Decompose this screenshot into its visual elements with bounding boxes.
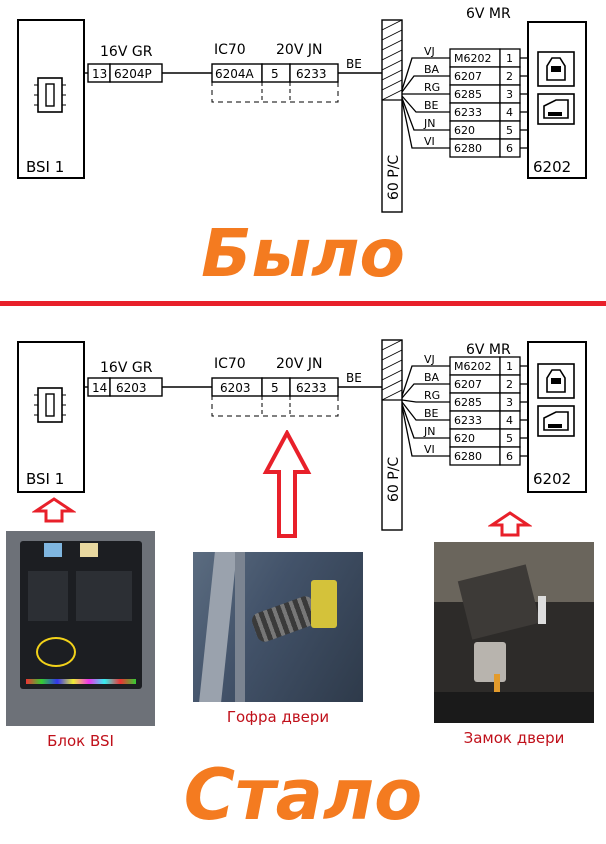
wire-code: 6233 xyxy=(454,106,482,119)
bsi-wire-label: 16V GR xyxy=(100,44,153,60)
pin-number: 1 xyxy=(506,360,513,373)
ic-name: IC70 xyxy=(214,42,246,58)
photo-door-gofra xyxy=(193,552,363,702)
arrow-lock xyxy=(488,511,532,537)
arrow-bsi xyxy=(32,497,76,523)
divider xyxy=(0,301,606,306)
lock-wire: 6V MR xyxy=(466,6,511,22)
ecu-icon xyxy=(34,77,66,113)
wire-color-label: BA xyxy=(424,371,440,384)
pin-number: 3 xyxy=(506,88,513,101)
ic-wire: 20V JN xyxy=(276,42,322,58)
wire-color-label: RG xyxy=(424,81,440,94)
wire-code: 620 xyxy=(454,432,475,445)
lock-pin-row: BE 6233 4 xyxy=(424,99,528,122)
ic-dashed-box xyxy=(211,395,339,417)
bsi-box xyxy=(17,341,85,493)
wire-color-label: VI xyxy=(424,443,435,456)
be-label: BE xyxy=(346,371,362,385)
wire-color-label: JN xyxy=(423,117,435,130)
lock-pin-row: JN 620 5 xyxy=(423,117,528,140)
wire-color-label: JN xyxy=(423,425,435,438)
wire-color-label: VJ xyxy=(424,45,435,58)
lock-pin-row: VJ M6202 1 xyxy=(424,45,528,68)
wire-code: 6233 xyxy=(454,414,482,427)
ic-code-3: 6233 xyxy=(296,381,327,395)
ic-wire: 20V JN xyxy=(276,356,322,372)
pin-number: 2 xyxy=(506,378,513,391)
be-label: BE xyxy=(346,57,362,71)
lock-pin-row: VI 6280 6 xyxy=(424,443,528,466)
lock-wire: 6V MR xyxy=(466,342,511,358)
wire-color-label: VI xyxy=(424,135,435,148)
wire-code: 6285 xyxy=(454,88,482,101)
lock-pin-row: VI 6280 6 xyxy=(424,135,528,158)
wire-code: 6285 xyxy=(454,396,482,409)
car-icon xyxy=(537,363,575,399)
photo-door-lock xyxy=(434,542,594,723)
ic-code-2: 5 xyxy=(271,381,279,395)
car-icon xyxy=(537,51,575,87)
wire-code: 620 xyxy=(454,124,475,137)
before-title: Было xyxy=(201,215,405,292)
pin-number: 2 xyxy=(506,70,513,83)
ecu-icon xyxy=(34,387,66,423)
wire-code: 6207 xyxy=(454,378,482,391)
strip-label: 60 P/C xyxy=(386,457,402,502)
pin-number: 6 xyxy=(506,142,513,155)
ic-code-1: 6204A xyxy=(215,67,255,81)
wire-color-label: BA xyxy=(424,63,440,76)
pin-number: 5 xyxy=(506,124,513,137)
wire-code: 6207 xyxy=(454,70,482,83)
wire-color-label: BE xyxy=(424,99,439,112)
bsi-pin: 14 xyxy=(92,381,107,395)
ic-code-3: 6233 xyxy=(296,67,327,81)
after-title: Стало xyxy=(183,754,423,836)
photo-bsi xyxy=(6,531,155,726)
bsi-unit-label: BSI 1 xyxy=(26,158,64,176)
schematic-before: BSI 1 16V GR 13 6204P IC70 20V JN 6204A … xyxy=(17,6,587,213)
caption-door-lock: Замок двери xyxy=(463,729,565,747)
pin-number: 1 xyxy=(506,52,513,65)
lock-pin-row: VJ M6202 1 xyxy=(424,353,528,376)
bsi-wire-label: 16V GR xyxy=(100,360,153,376)
pin-number: 4 xyxy=(506,106,513,119)
lock-pin-row: RG 6285 3 xyxy=(424,389,528,412)
ic-code-1: 6203 xyxy=(220,381,251,395)
wire-color-label: RG xyxy=(424,389,440,402)
caption-door-gofra: Гофра двери xyxy=(226,708,330,726)
ic-code-2: 5 xyxy=(271,67,279,81)
lock-pin-row: JN 620 5 xyxy=(423,425,528,448)
lock-unit-label: 6202 xyxy=(533,470,571,488)
bsi-pin: 13 xyxy=(92,67,107,81)
wire-color-label: BE xyxy=(424,407,439,420)
wire-code: M6202 xyxy=(454,360,492,373)
schematic-after: BSI 1 16V GR 14 6203 IC70 20V JN 6203 5 … xyxy=(17,339,587,531)
door-lock-icon xyxy=(537,405,575,437)
strip-label: 60 P/C xyxy=(386,155,402,200)
arrow-gofra xyxy=(262,430,312,538)
wire-code: 6280 xyxy=(454,450,482,463)
caption-bsi: Блок BSI xyxy=(47,732,114,750)
pin-number: 5 xyxy=(506,432,513,445)
wire-code: M6202 xyxy=(454,52,492,65)
pin-number: 3 xyxy=(506,396,513,409)
wire-color-label: VJ xyxy=(424,353,435,366)
wire-code: 6280 xyxy=(454,142,482,155)
pin-number: 4 xyxy=(506,414,513,427)
ic-name: IC70 xyxy=(214,356,246,372)
door-lock-icon xyxy=(537,93,575,125)
pin-number: 6 xyxy=(506,450,513,463)
bsi-unit-label: BSI 1 xyxy=(26,470,64,488)
lock-pin-row: BA 6207 2 xyxy=(424,371,528,394)
bsi-code: 6204P xyxy=(114,67,152,81)
lock-pin-row: RG 6285 3 xyxy=(424,81,528,104)
lock-unit-label: 6202 xyxy=(533,158,571,176)
ic-dashed-box xyxy=(211,81,339,103)
bsi-code: 6203 xyxy=(116,381,147,395)
bsi-box xyxy=(17,19,85,179)
